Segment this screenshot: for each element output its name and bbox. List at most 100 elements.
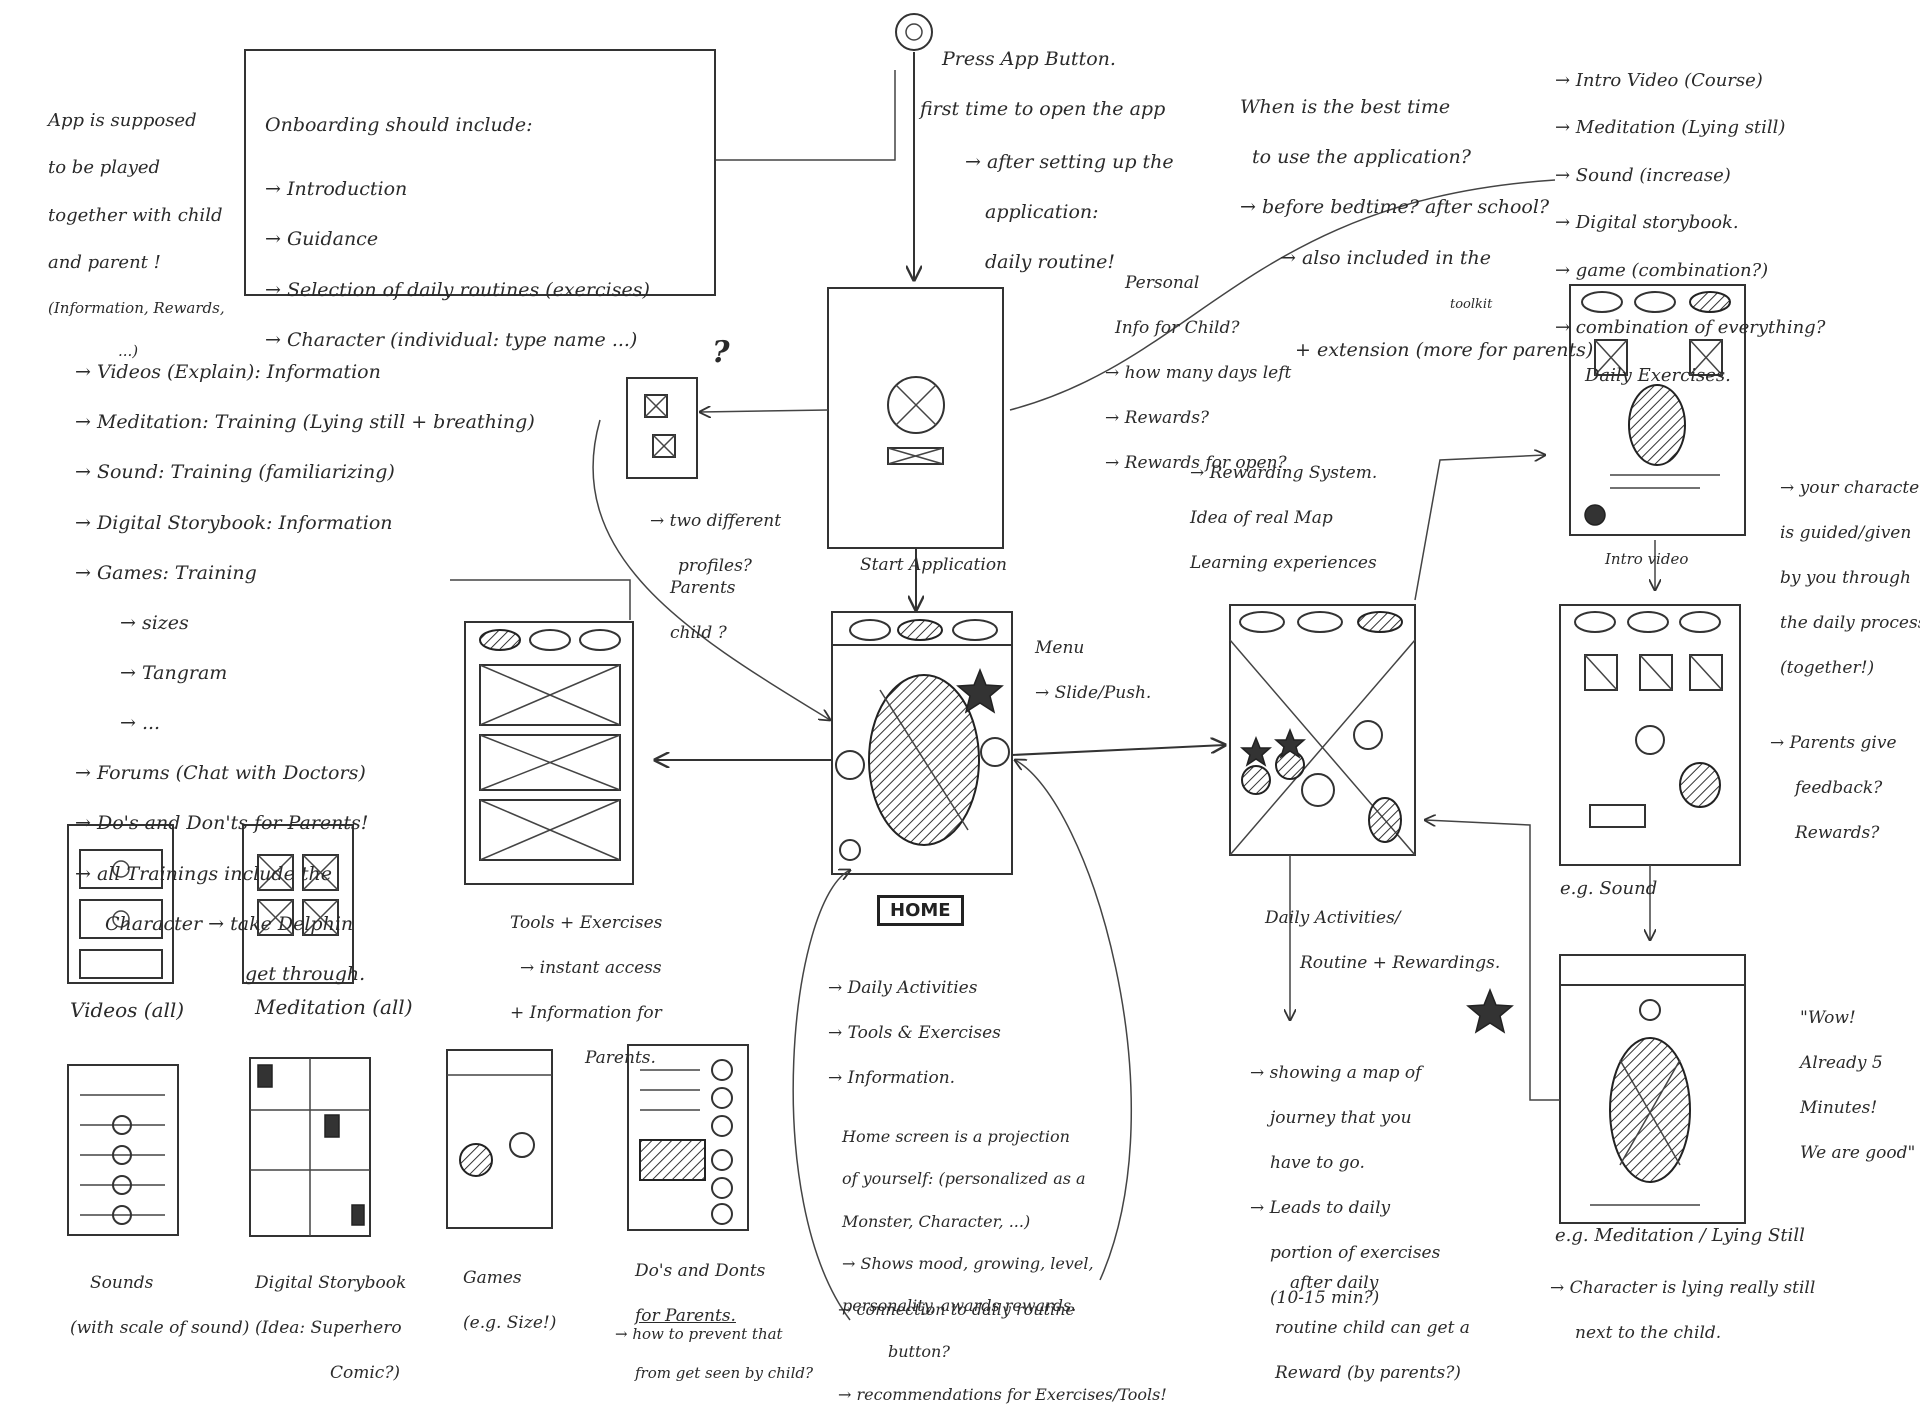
homescreen-line: Monster, Character, ...)	[842, 1211, 1031, 1231]
sound-screen-sketch	[1559, 604, 1741, 866]
personal-line: → Rewards?	[1105, 408, 1210, 429]
tools-note-line: + Information for	[510, 1003, 662, 1024]
left-note-line: and parent !	[48, 252, 161, 274]
intro-list-item: Daily Exercises.	[1585, 364, 1731, 386]
personal-line: Info for Child?	[1115, 318, 1240, 339]
after-setup-line: daily routine!	[985, 251, 1116, 274]
personal-line: Personal	[1125, 273, 1200, 294]
left-note-line: to be played	[48, 157, 161, 179]
category-line: → all Trainings include the	[75, 862, 332, 885]
first-time-text: first time to open the app	[920, 98, 1166, 121]
flow-arrow-meditation-daily	[1425, 820, 1560, 1101]
rewarding-note: → Rewarding System. Idea of real Map Lea…	[1190, 440, 1377, 597]
map-note: → showing a map of journey that you have…	[1250, 1040, 1440, 1332]
parents-prevent-line: → how to prevent that	[615, 1324, 783, 1343]
storybook-label-line: (Idea: Superhero	[255, 1318, 402, 1339]
tools-note-line: Parents.	[585, 1048, 656, 1069]
best-time-line: to use the application?	[1252, 146, 1471, 169]
intro-list-item: → Sound (increase)	[1555, 164, 1731, 186]
connection-line: → recommendations for Exercises/Tools!	[838, 1384, 1167, 1404]
flow-arrow-start-profile	[700, 410, 829, 412]
character-guided-line: is guided/given	[1780, 523, 1912, 544]
sounds-thumb	[67, 1064, 179, 1236]
menu-line: Menu	[1035, 638, 1085, 659]
parents-child-note: Parents child ?	[670, 555, 736, 667]
best-time-line: → before bedtime? after school?	[1240, 196, 1550, 219]
category-line: → Forums (Chat with Doctors)	[75, 762, 366, 785]
parents-feedback-line: Rewards?	[1795, 823, 1880, 844]
parents-prevent-line: from get seen by child?	[635, 1364, 814, 1383]
personal-line: → Rewards for open?	[1105, 452, 1287, 473]
sounds-label-line: (with scale of sound)	[70, 1318, 250, 1339]
after-daily-note: after daily routine child can get a Rewa…	[1275, 1250, 1470, 1407]
onboarding-item: → Guidance	[265, 228, 379, 251]
category-line: → sizes	[120, 611, 189, 634]
sounds-label: Sounds (with scale of sound)	[70, 1250, 249, 1362]
storybook-label-line: Comic?)	[330, 1363, 401, 1384]
start-application-label: Start Application	[860, 555, 1007, 575]
storybook-thumb	[249, 1057, 371, 1237]
flow-arrow-connection	[792, 870, 850, 1321]
best-time-line: + extension (more for parents)	[1295, 338, 1594, 361]
daily-activities-line: Routine + Rewardings.	[1300, 953, 1501, 974]
category-line: → ...	[120, 712, 161, 735]
category-line: → Digital Storybook: Information	[75, 511, 393, 534]
after-daily-line: Reward (by parents?)	[1275, 1363, 1461, 1384]
category-line: → Games: Training	[75, 561, 257, 584]
wow-line: Minutes!	[1800, 1098, 1878, 1119]
map-note-line: journey that you	[1270, 1108, 1412, 1129]
map-note-line: → Leads to daily	[1250, 1198, 1391, 1219]
home-list-item: → Daily Activities	[828, 978, 978, 999]
wow-line: We are good"	[1800, 1143, 1916, 1164]
categories-note: → Videos (Explain): Information → Medita…	[75, 335, 535, 1012]
intro-list-item: → Intro Video (Course)	[1555, 69, 1763, 91]
storybook-label-line: Digital Storybook	[255, 1273, 407, 1294]
onboarding-note: Onboarding should include: → Introductio…	[265, 88, 650, 378]
category-line: get through.	[245, 962, 366, 985]
flow-arrow-best-time	[1009, 179, 1556, 411]
homescreen-line: Home screen is a projection	[842, 1127, 1070, 1147]
menu-note: Menu → Slide/Push.	[1035, 615, 1151, 727]
homescreen-line: of yourself: (personalized as a	[842, 1169, 1086, 1189]
character-still-note: → Character is lying really still next t…	[1550, 1255, 1815, 1367]
map-note-line: (10-15 min?)	[1270, 1287, 1380, 1308]
sketch-canvas	[67, 13, 1746, 1321]
character-still-line: next to the child.	[1575, 1323, 1722, 1344]
connection-note: → connection to daily routine button? → …	[838, 1278, 1167, 1426]
wow-line: "Wow!	[1800, 1008, 1856, 1029]
onboarding-box	[244, 49, 716, 296]
category-line: Character → take Delphin	[105, 912, 354, 935]
after-setup-line: application:	[985, 201, 1099, 224]
map-note-line: → showing a map of	[1250, 1063, 1422, 1084]
meditation-label: Meditation (all)	[255, 995, 413, 1019]
flow-arrow-profile-home	[592, 419, 830, 720]
parents-child-line: Parents	[670, 578, 736, 599]
category-line: → Do's and Don'ts for Parents!	[75, 812, 369, 835]
press-button-text: Press App Button.	[942, 48, 1116, 71]
press-button-note: Press App Button. first time to open the…	[890, 22, 1165, 147]
intro-list-item: → Meditation (Lying still)	[1555, 117, 1786, 139]
category-line: → Videos (Explain): Information	[75, 361, 381, 384]
profile-screen-sketch	[626, 377, 698, 479]
intro-list-note: → Intro Video (Course) → Meditation (Lyi…	[1555, 45, 1825, 411]
category-line: → Tangram	[120, 662, 228, 685]
character-guided-line: by you through	[1780, 568, 1912, 589]
parents-feedback-line: → Parents give	[1770, 733, 1897, 754]
home-list-item: → Tools & Exercises	[828, 1023, 1001, 1044]
homescreen-line: personality, awards rewards.	[842, 1295, 1077, 1315]
games-thumb	[446, 1049, 553, 1229]
videos-label: Videos (all)	[70, 998, 185, 1022]
rewarding-line: Idea of real Map	[1190, 508, 1333, 529]
flow-arrow-home-daily	[1011, 745, 1225, 756]
videos-thumb	[67, 824, 174, 984]
profiles-line: → two different	[650, 511, 782, 532]
daily-activities-line: Daily Activities/	[1265, 908, 1401, 929]
daily-activities-note: Daily Activities/ Routine + Rewardings.	[1265, 885, 1500, 997]
intro-list-item: → Digital storybook.	[1555, 212, 1739, 234]
onboarding-title: Onboarding should include:	[265, 114, 533, 137]
intro-video-sketch	[1569, 284, 1746, 536]
wow-line: Already 5	[1800, 1053, 1883, 1074]
character-guided-line: the daily process	[1780, 613, 1920, 634]
flow-arrow-recommend	[1015, 760, 1133, 1281]
onboarding-item: → Introduction	[265, 178, 408, 201]
